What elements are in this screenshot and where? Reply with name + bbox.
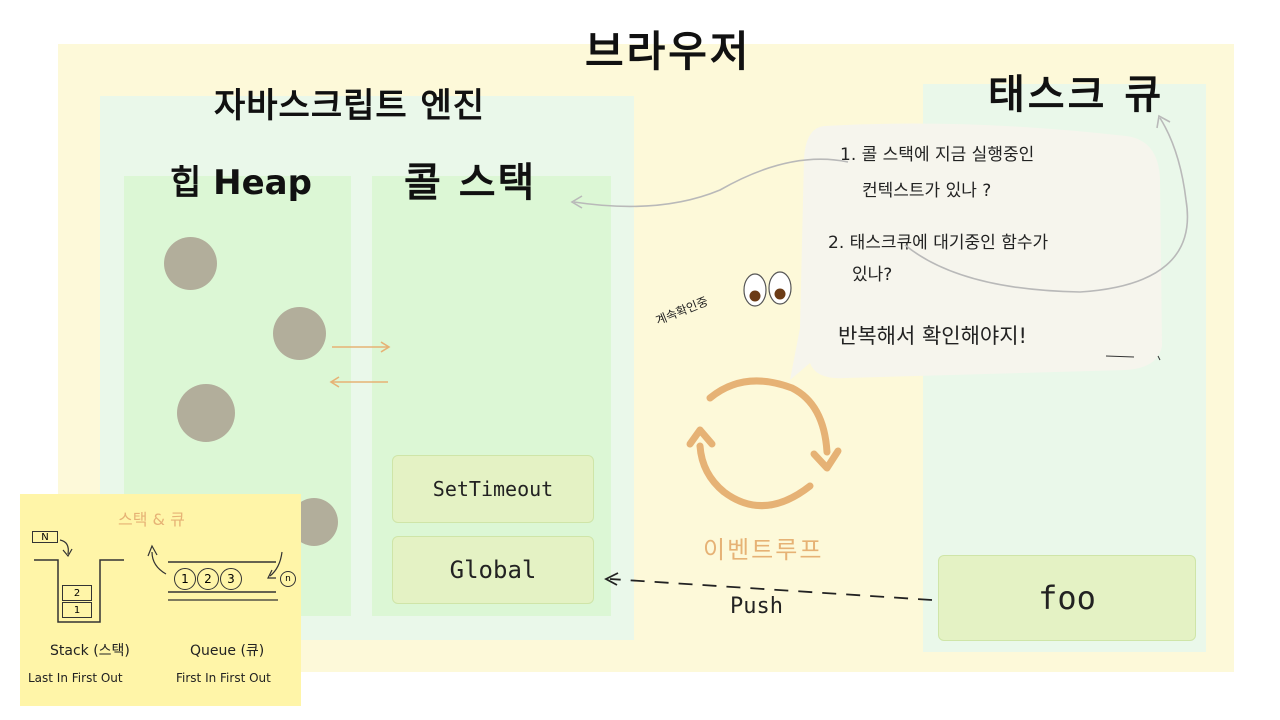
- note-question-1-line-1: 1. 콜 스택에 지금 실행중인: [840, 145, 1035, 165]
- note-conclusion: 반복해서 확인해야지!: [838, 324, 1027, 348]
- queue-item: 2: [197, 568, 219, 590]
- speech-bubble: [790, 123, 1162, 381]
- legend-stack-rule: Last In First Out: [28, 671, 123, 685]
- stack-item: 2: [62, 585, 92, 601]
- call-stack-frame-global: Global: [392, 536, 594, 604]
- check-call-stack-arrow: [570, 158, 849, 209]
- eyes-icon: [743, 271, 792, 307]
- legend-queue-rule: First In First Out: [176, 671, 271, 685]
- stack-item: 1: [62, 602, 92, 618]
- heap-title: 힙 Heap: [170, 163, 312, 203]
- stack-new-item: N: [32, 531, 58, 543]
- queue-new-item: n: [280, 571, 296, 587]
- task-queue-item-foo: foo: [938, 555, 1196, 641]
- note-question-2-line-2: 있나?: [852, 265, 893, 285]
- event-loop-label: 이벤트루프: [703, 536, 824, 564]
- push-label: Push: [730, 594, 783, 619]
- note-question-2-line-1: 2. 태스크큐에 대기중인 함수가: [828, 233, 1049, 253]
- event-loop-cycle-icon: [686, 377, 842, 510]
- js-engine-title: 자바스크립트 엔진: [214, 86, 486, 126]
- heap-to-stack-arrow: [332, 341, 391, 353]
- note-question-1-line-2: 컨텍스트가 있나 ?: [862, 181, 992, 201]
- push-arrow: [604, 572, 933, 601]
- legend-title: 스택 & 큐: [118, 510, 185, 529]
- stack-to-heap-arrow: [329, 376, 388, 388]
- browser-title: 브라우저: [585, 27, 752, 76]
- heap-object: [273, 307, 326, 360]
- call-stack-frame-settimeout: SetTimeout: [392, 455, 594, 523]
- legend-stack-label: Stack (스택): [50, 643, 130, 659]
- task-queue-title: 태스크 큐: [988, 72, 1165, 118]
- queue-item: 1: [174, 568, 196, 590]
- call-stack-title: 콜 스택: [404, 160, 537, 206]
- check-task-queue-arrow: [904, 114, 1189, 293]
- scribble-mark: [1105, 355, 1135, 358]
- queue-item: 3: [220, 568, 242, 590]
- legend-queue-label: Queue (큐): [190, 643, 265, 659]
- legend-drawing: [34, 539, 283, 623]
- heap-object: [177, 384, 235, 442]
- scribble-mark: [1157, 355, 1161, 361]
- heap-object: [164, 237, 217, 290]
